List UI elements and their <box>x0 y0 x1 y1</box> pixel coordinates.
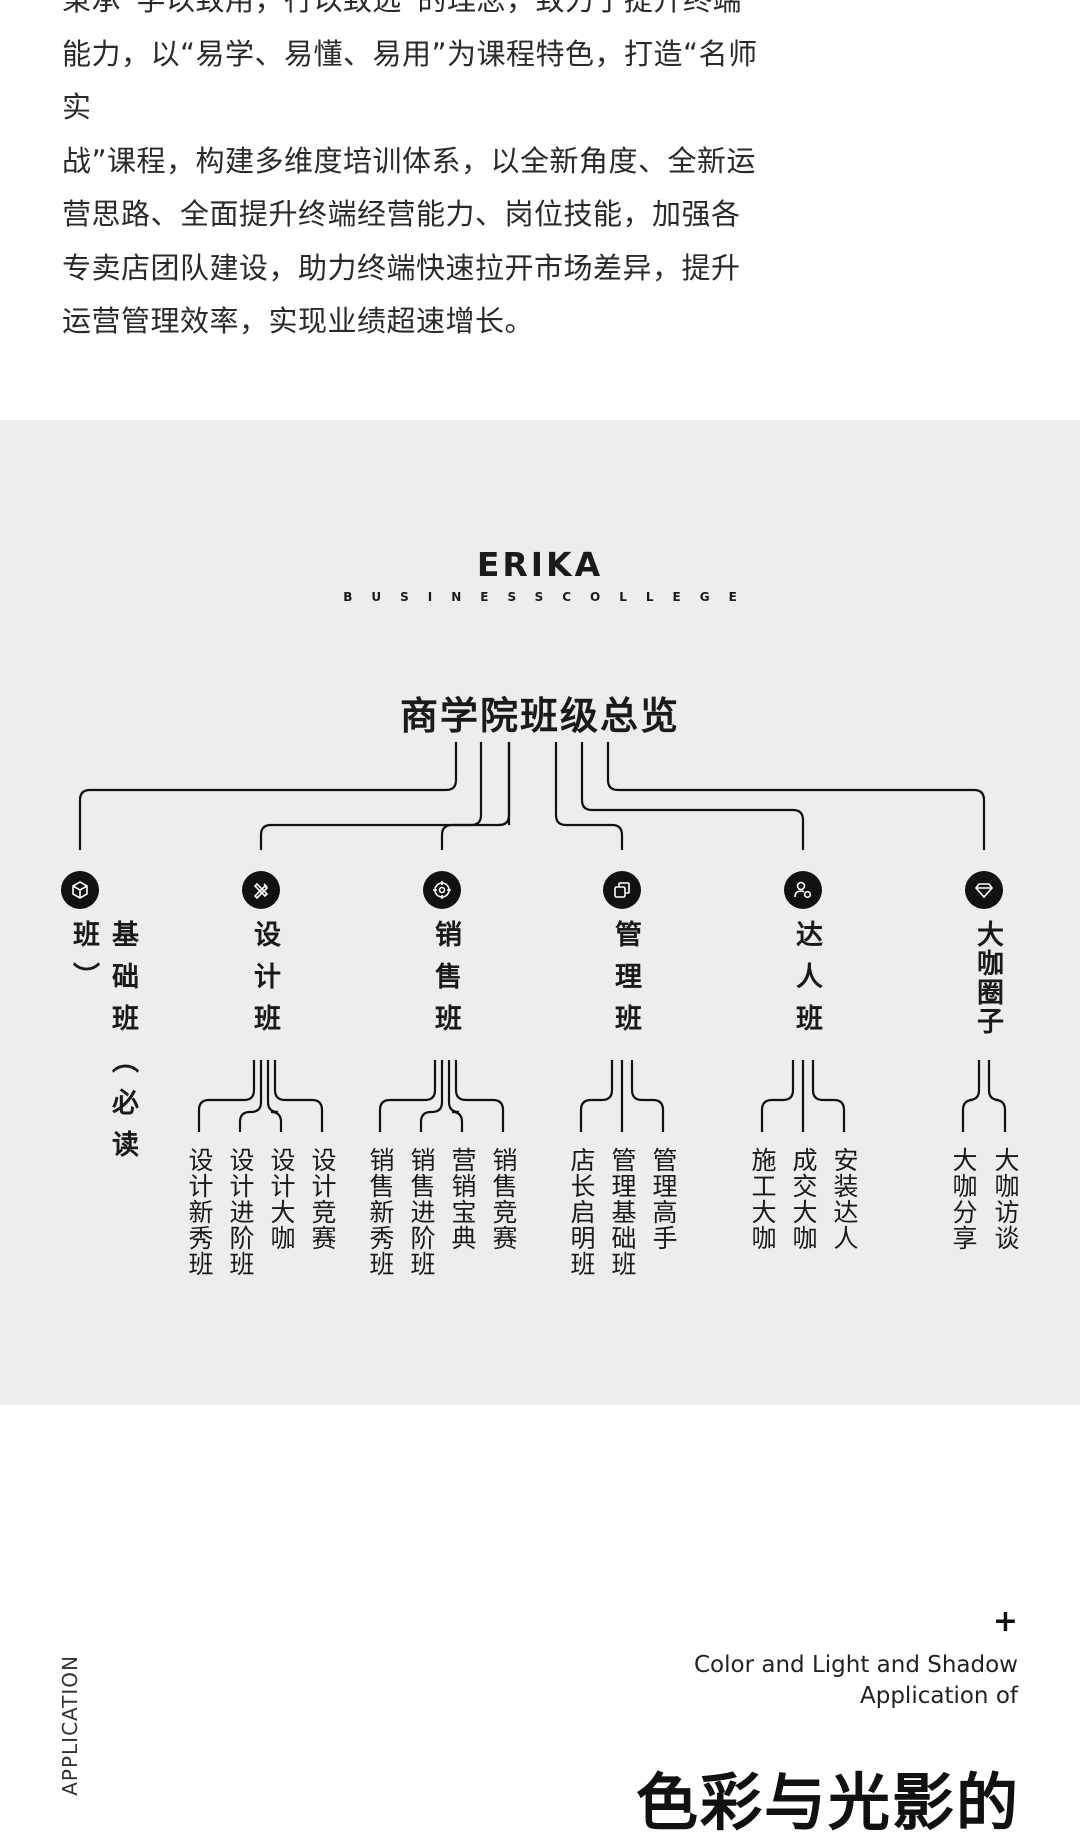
connector-guanli-subs <box>579 1060 665 1132</box>
sub-label: 销售新秀班 <box>366 1147 395 1277</box>
copy-icon <box>603 871 641 909</box>
logo-wordmark: ERIKA <box>476 545 604 584</box>
sub-label: 安装达人 <box>830 1147 859 1251</box>
intro-line: 运营管理效率，实现业绩超速增长。 <box>62 304 535 338</box>
diamond-icon <box>965 871 1003 909</box>
category-label-daka: 大咖圈子 <box>972 920 1003 1036</box>
sub-label: 成交大咖 <box>789 1147 818 1251</box>
pen-ruler-icon <box>242 871 280 909</box>
overview-title: 商学院班级总览 <box>399 694 680 738</box>
connector-xiaoshou-subs <box>378 1060 505 1132</box>
sub-label: 设计新秀班 <box>185 1147 214 1277</box>
connector-xiaoshou <box>498 742 511 827</box>
sub-label: 销售竞赛 <box>489 1147 518 1251</box>
section-title: 色彩与光影的 <box>635 1766 1020 1839</box>
intro-line: 秉承“学以致用，行以致远”的理念，致力于提升终端 <box>62 0 743 17</box>
connector-daka <box>606 742 986 850</box>
english-line: Application of <box>860 1683 1018 1709</box>
connector-xiaoshou-b <box>440 742 511 850</box>
application-vertical-label: APPLICATION <box>58 1655 82 1796</box>
sub-label: 大咖分享 <box>949 1147 978 1251</box>
cube-icon <box>61 871 99 909</box>
connector-sheji <box>259 742 483 850</box>
connector-guanli <box>554 742 624 850</box>
connector-sheji-subs <box>197 1060 324 1132</box>
intro-line: 专卖店团队建设，助力终端快速拉开市场差异，提升 <box>62 250 741 285</box>
intro-line: 营思路、全面提升终端经营能力、岗位技能，加强各 <box>62 197 741 231</box>
user-settings-icon <box>784 871 822 909</box>
sub-label: 管理基础班 <box>608 1147 637 1277</box>
sub-label: 大咖访谈 <box>991 1147 1020 1251</box>
connector-daren <box>580 742 805 850</box>
connector-daren-subs <box>760 1060 846 1132</box>
category-label-daren: 达人班 <box>791 920 822 1046</box>
category-label-guanli: 管理班 <box>610 920 641 1046</box>
sub-label: 店长启明班 <box>567 1147 596 1277</box>
sub-label: 设计竞赛 <box>308 1147 337 1251</box>
erika-logo: ERIKA BUSINESSCOLLEGE <box>0 545 1080 604</box>
target-icon <box>423 871 461 909</box>
sub-label: 设计大咖 <box>267 1147 296 1251</box>
plus-icon: + <box>992 1604 1018 1639</box>
category-label-sheji: 设计班 <box>249 920 280 1046</box>
logo-subtitle: BUSINESSCOLLEGE <box>343 590 756 604</box>
category-label-xiaoshou: 销售班 <box>430 920 461 1046</box>
english-line: Color and Light and Shadow <box>694 1652 1018 1678</box>
category-label-jichu: 基础班（必读班） <box>68 920 138 1172</box>
sub-label: 施工大咖 <box>748 1147 777 1251</box>
sub-label: 营销宝典 <box>448 1147 477 1251</box>
sub-label: 销售进阶班 <box>407 1147 436 1277</box>
sub-label: 设计进阶班 <box>226 1147 255 1277</box>
intro-line: 能力，以“易学、易懂、易用”为课程特色，打造“名师实 <box>62 36 758 125</box>
english-subtitle: Color and Light and Shadow Application o… <box>694 1650 1018 1712</box>
intro-text: 秉承“学以致用，行以致远”的理念，致力于提升终端 能力，以“易学、易懂、易用”为… <box>62 0 762 349</box>
intro-line: 战”课程，构建多维度培训体系，以全新角度、全新运 <box>62 143 757 178</box>
class-overview-panel: ERIKA BUSINESSCOLLEGE 商学院班级总览 <box>0 420 1080 1405</box>
connector-jichu <box>78 742 458 850</box>
connector-daka-subs <box>961 1060 1007 1132</box>
tree-connectors <box>78 742 1007 1132</box>
sub-label: 管理高手 <box>649 1147 678 1251</box>
